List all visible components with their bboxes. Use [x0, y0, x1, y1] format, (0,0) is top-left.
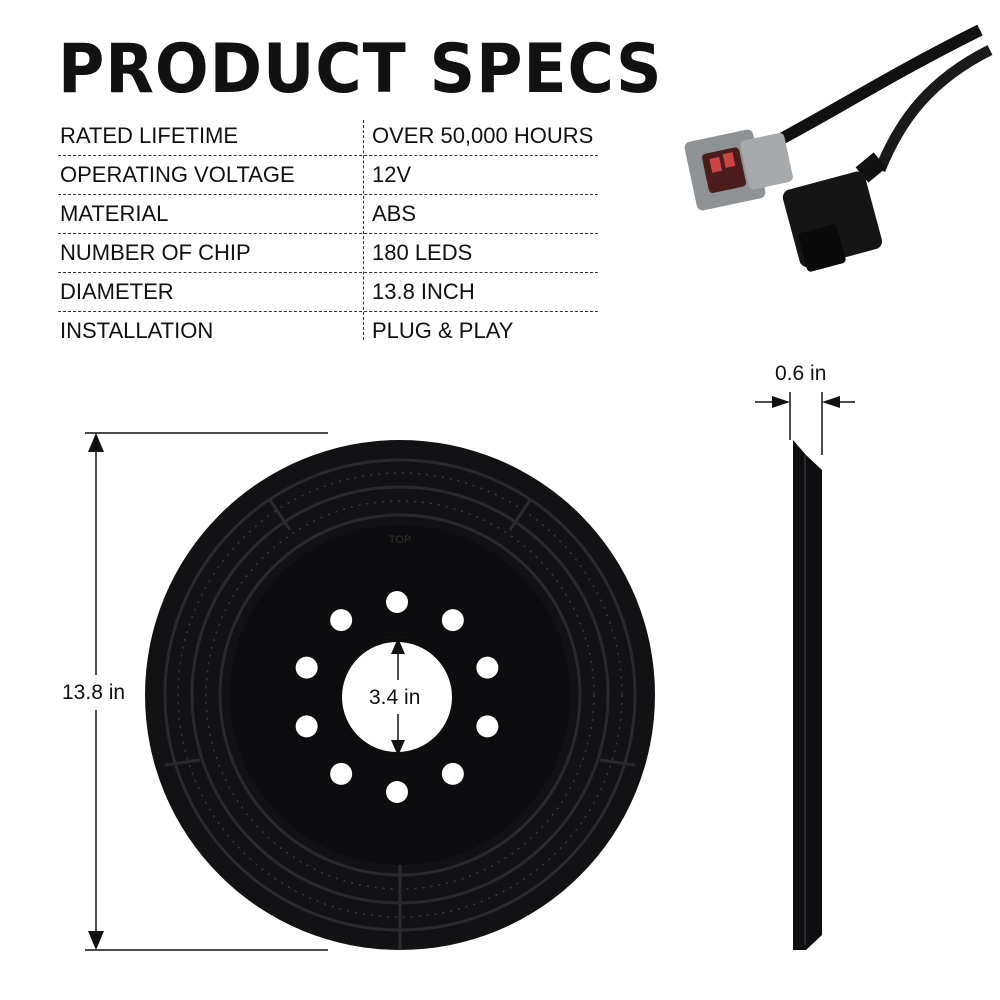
spec-row: DIAMETER 13.8 INCH: [58, 273, 598, 312]
spec-row: RATED LIFETIME OVER 50,000 HOURS: [58, 117, 598, 156]
column-divider: [363, 120, 364, 340]
disc-side-view: [793, 440, 822, 950]
diameter-dimension-line: [85, 432, 328, 951]
bolt-hole: [476, 715, 499, 738]
bolt-hole: [476, 656, 499, 679]
page-title: PRODUCT SPECS: [58, 30, 663, 109]
top-mark: TOP: [389, 534, 411, 546]
spec-row: MATERIAL ABS: [58, 195, 598, 234]
spec-row: OPERATING VOLTAGE 12V: [58, 156, 598, 195]
spec-table: RATED LIFETIME OVER 50,000 HOURS OPERATIN…: [58, 117, 598, 350]
bolt-hole: [295, 715, 318, 738]
spec-label: NUMBER OF CHIP: [60, 240, 251, 265]
spec-value: ABS: [372, 201, 417, 226]
spec-label: INSTALLATION: [60, 318, 214, 343]
thickness-label: 0.6 in: [775, 362, 827, 385]
bolt-hole: [386, 781, 408, 803]
spec-label: RATED LIFETIME: [60, 123, 239, 148]
spec-value: 180 LEDS: [372, 240, 473, 265]
spec-label: MATERIAL: [60, 201, 169, 226]
inner-hole-label: 3.4 in: [369, 686, 421, 709]
spec-label: DIAMETER: [60, 279, 174, 304]
spec-value: PLUG & PLAY: [372, 318, 514, 343]
spec-row: INSTALLATION PLUG & PLAY: [58, 312, 598, 350]
bolt-hole: [441, 609, 464, 632]
spec-row: NUMBER OF CHIP 180 LEDS: [58, 234, 598, 273]
bolt-hole: [295, 656, 318, 679]
diameter-label: 13.8 in: [62, 681, 126, 704]
disc-front-view: [145, 440, 655, 950]
bolt-hole: [386, 591, 408, 613]
bolt-hole: [330, 609, 353, 632]
spec-value: 13.8 INCH: [372, 279, 475, 304]
connector-image: [684, 24, 993, 272]
spec-value: OVER 50,000 HOURS: [372, 123, 594, 148]
spec-value: 12V: [372, 162, 412, 187]
bolt-hole: [330, 762, 353, 785]
spec-label: OPERATING VOLTAGE: [60, 162, 295, 187]
bolt-hole: [441, 762, 464, 785]
